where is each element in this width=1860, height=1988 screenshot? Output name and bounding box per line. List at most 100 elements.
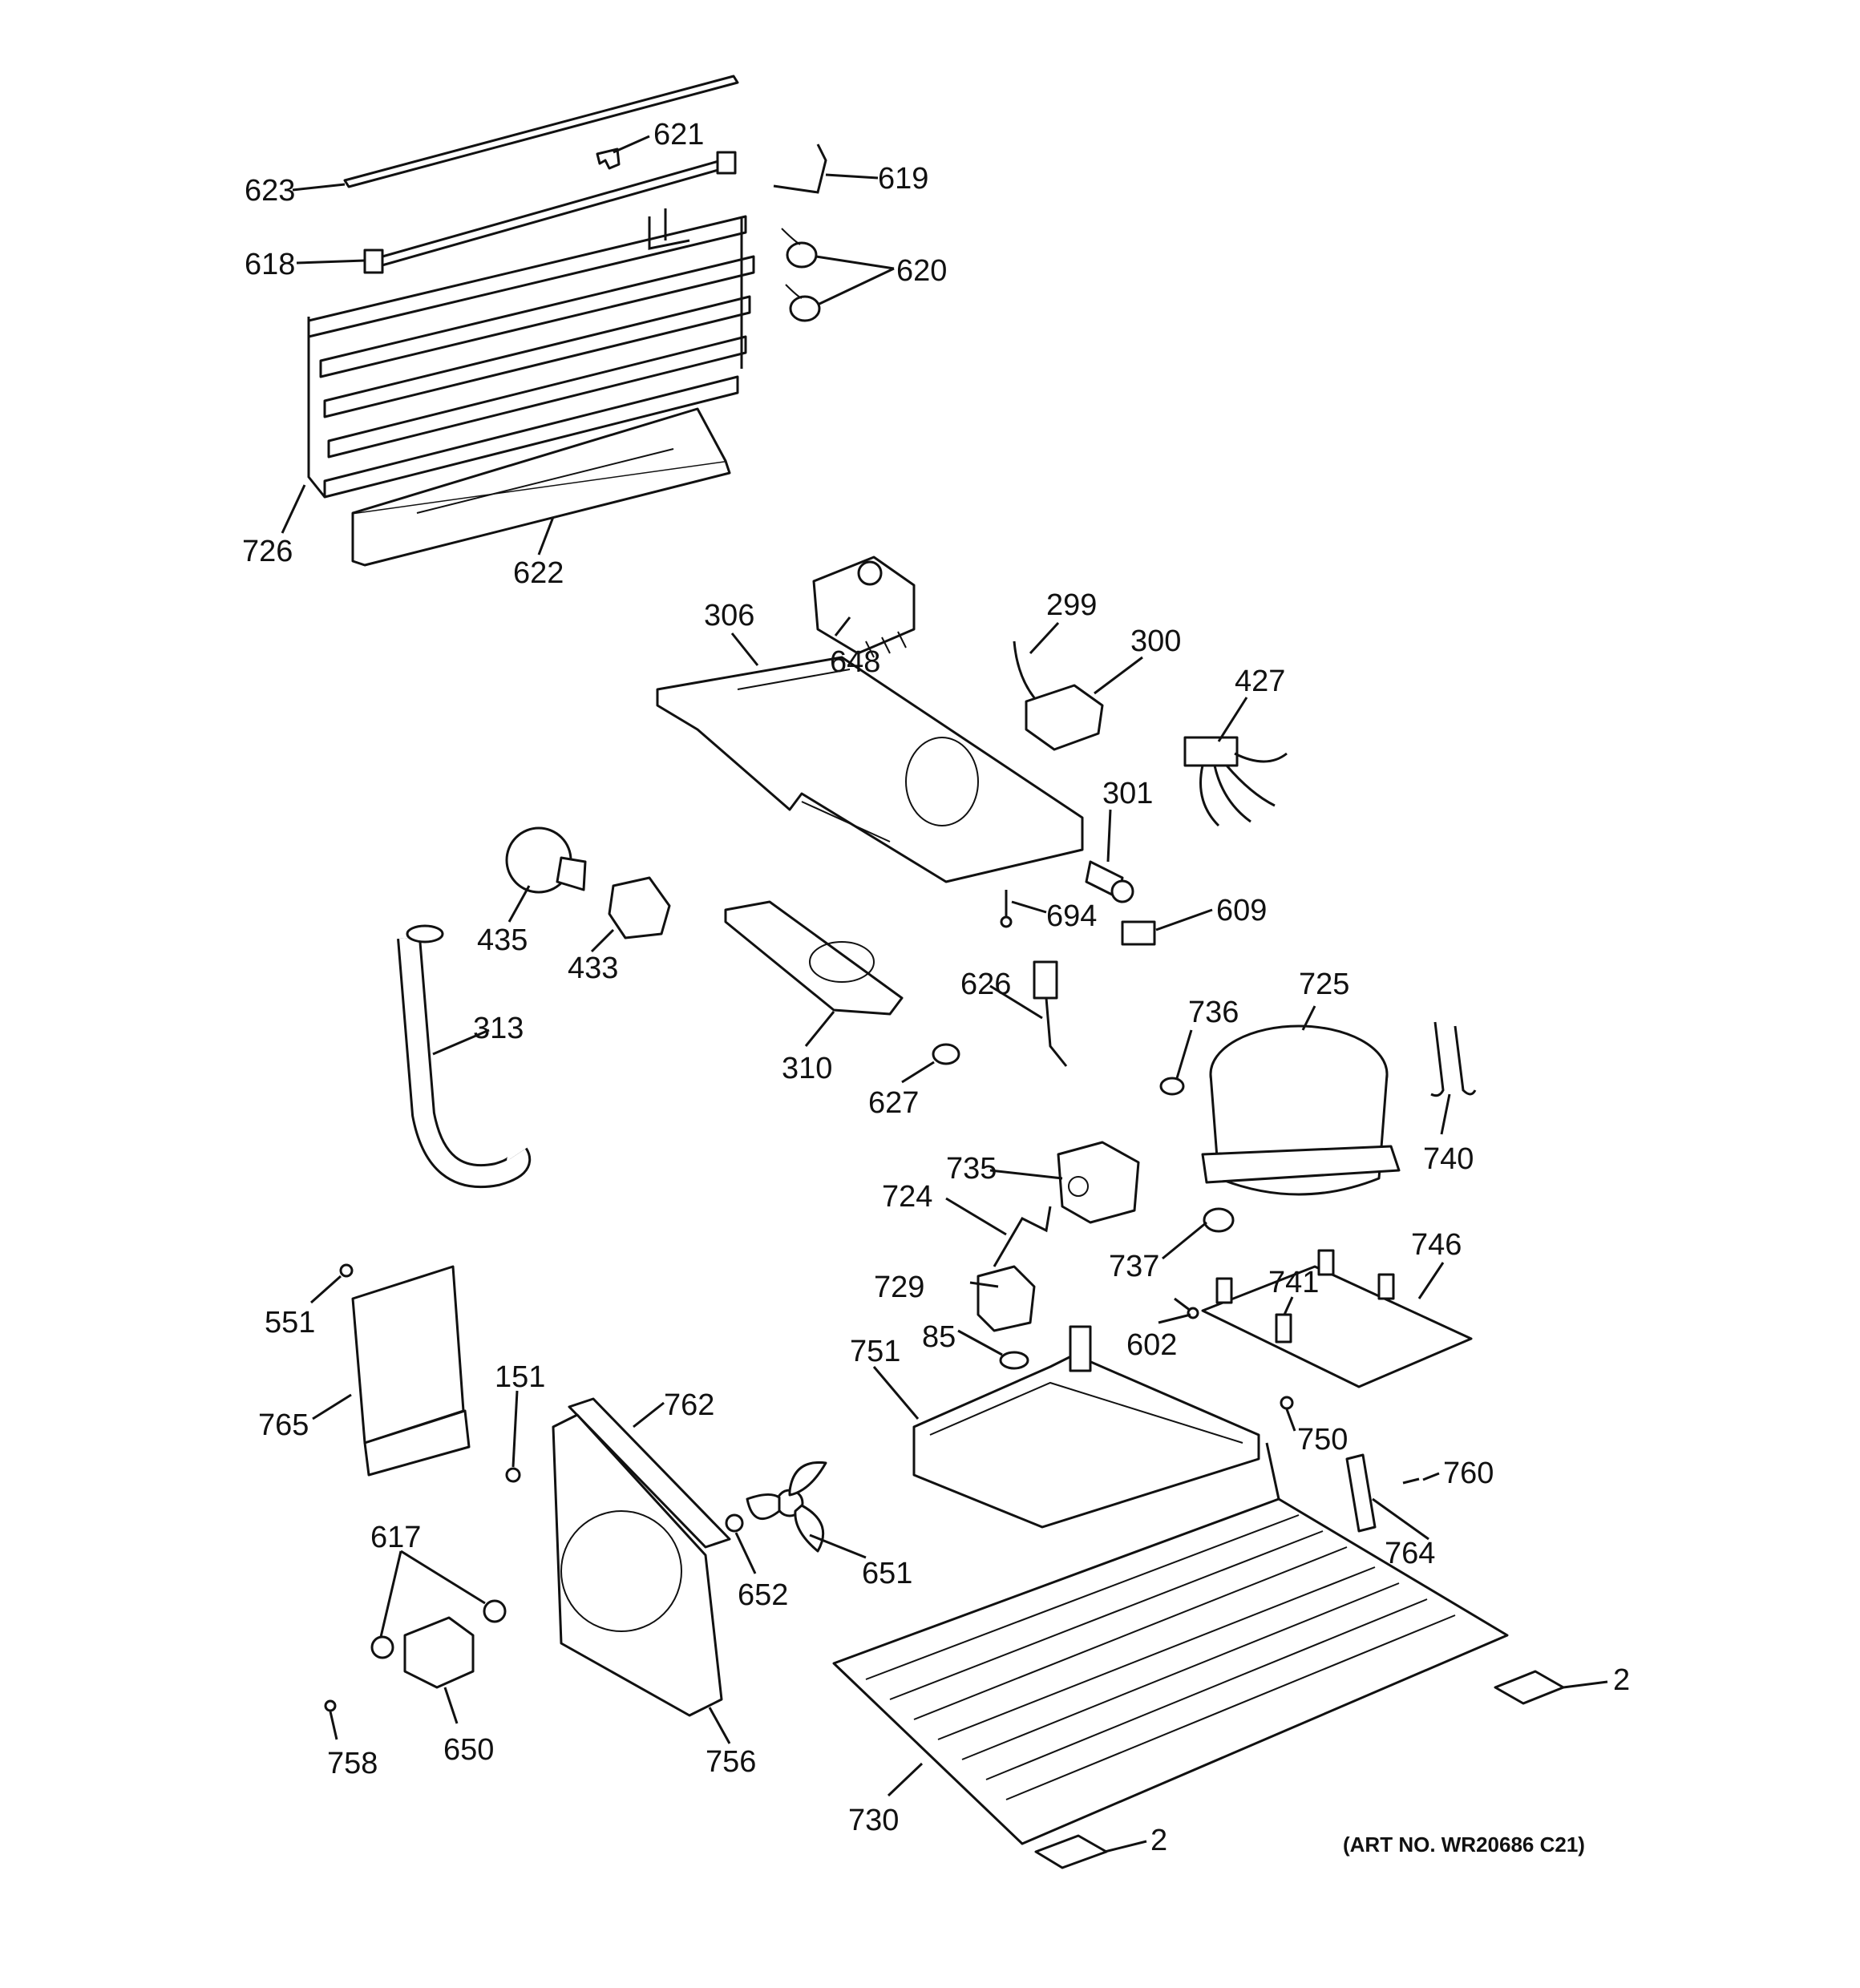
part-741-stud (1275, 1313, 1292, 1344)
callout-762: 762 (664, 1388, 714, 1422)
callout-551: 551 (265, 1306, 315, 1339)
part-310-cover-plate (724, 900, 904, 1016)
part-750-screw (1280, 1396, 1294, 1410)
callout-2-bottom: 2 (1150, 1824, 1167, 1857)
callout-labels: 623 621 619 618 620 726 622 306 648 299 … (242, 118, 1630, 1857)
callout-751: 751 (850, 1335, 900, 1368)
part-301-switch-cylinder (1085, 860, 1134, 903)
part-300-thermostat (1025, 684, 1104, 751)
callout-725: 725 (1299, 968, 1349, 1001)
callout-622: 622 (513, 556, 564, 590)
part-735-relay (1057, 1141, 1140, 1224)
callout-694: 694 (1046, 899, 1097, 933)
part-85-clip (999, 1351, 1029, 1370)
callout-746: 746 (1411, 1228, 1462, 1262)
callout-626: 626 (960, 968, 1011, 1001)
part-626-power-cord (1033, 960, 1068, 1067)
part-433-light-socket (608, 876, 671, 939)
part-617-grommets (370, 1599, 507, 1659)
callout-652: 652 (738, 1578, 788, 1612)
part-620-plugs (781, 228, 821, 322)
part-651-fan-blade (746, 1461, 827, 1553)
part-306-control-housing (656, 656, 1084, 883)
callout-435: 435 (477, 923, 528, 957)
callout-619: 619 (878, 162, 928, 196)
part-623-rod (343, 75, 739, 188)
part-435-light-bulb (505, 826, 587, 894)
callout-724: 724 (882, 1180, 932, 1214)
callout-620: 620 (896, 254, 947, 288)
callout-729: 729 (874, 1271, 924, 1304)
callout-735: 735 (946, 1152, 997, 1186)
part-726-condenser-coil (307, 208, 755, 499)
part-151-screw (505, 1467, 521, 1483)
callout-648: 648 (830, 645, 880, 679)
callout-301: 301 (1102, 777, 1153, 810)
part-622-drip-tray (351, 407, 731, 567)
callout-756: 756 (706, 1745, 756, 1779)
part-694-screw (1000, 890, 1013, 928)
part-756-fan-shroud (552, 1413, 723, 1717)
callout-650: 650 (443, 1733, 494, 1767)
callout-151: 151 (495, 1360, 545, 1394)
callout-651: 651 (862, 1557, 912, 1590)
callout-618: 618 (245, 248, 295, 281)
part-621-clip (596, 147, 621, 170)
part-751-drain-pan (912, 1325, 1260, 1529)
callout-627: 627 (868, 1086, 919, 1120)
callout-765: 765 (258, 1408, 309, 1442)
part-724-wire (993, 1206, 1052, 1267)
part-729-overload (976, 1265, 1036, 1332)
callout-310: 310 (782, 1052, 832, 1085)
callout-730: 730 (848, 1804, 899, 1837)
art-number: (ART NO. WR20686 C21) (1343, 1832, 1585, 1857)
callout-760: 760 (1443, 1457, 1494, 1490)
part-2-pad-bottom (1034, 1834, 1108, 1869)
part-313-drain-hose (397, 924, 532, 1189)
part-736-grommet (1159, 1077, 1185, 1096)
callout-427: 427 (1235, 665, 1285, 698)
callout-300: 300 (1130, 624, 1181, 658)
callout-2-right: 2 (1613, 1663, 1630, 1697)
callout-737: 737 (1109, 1250, 1159, 1283)
part-760-screw (1402, 1477, 1420, 1485)
callout-764: 764 (1385, 1537, 1435, 1570)
part-758-screw (324, 1699, 337, 1712)
callout-758: 758 (327, 1747, 378, 1780)
part-618-tube (363, 151, 737, 274)
part-730-evaporator (832, 1442, 1509, 1845)
part-725-compressor (1201, 1024, 1401, 1196)
part-652-nut (725, 1513, 744, 1533)
callout-617: 617 (370, 1521, 421, 1554)
callout-299: 299 (1046, 588, 1097, 622)
part-2-pad-right (1494, 1670, 1565, 1705)
part-619-wire (773, 143, 827, 194)
callout-750: 750 (1297, 1423, 1348, 1457)
part-737-grommet (1203, 1207, 1235, 1233)
part-762-gasket (568, 1397, 731, 1549)
callout-726: 726 (242, 535, 293, 568)
part-740-hook (1430, 1021, 1477, 1097)
part-427-connector (1183, 736, 1288, 827)
part-650-fan-motor (403, 1616, 475, 1689)
part-765-shroud-panel (351, 1265, 471, 1477)
callout-85: 85 (922, 1320, 956, 1354)
part-627-clamp (932, 1043, 960, 1065)
leader-lines (281, 135, 1608, 1853)
callout-313: 313 (473, 1012, 524, 1045)
part-648-defrost-timer (812, 556, 916, 658)
callout-609: 609 (1216, 894, 1267, 927)
callout-306: 306 (704, 599, 754, 632)
callout-736: 736 (1188, 996, 1239, 1029)
callout-623: 623 (245, 174, 295, 208)
callout-621: 621 (653, 118, 704, 152)
callout-741: 741 (1268, 1266, 1319, 1299)
part-764-bracket (1345, 1453, 1377, 1533)
callout-602: 602 (1126, 1328, 1177, 1362)
callout-740: 740 (1423, 1142, 1474, 1176)
part-746-mounting-plate (1201, 1249, 1473, 1388)
part-609-switch (1121, 920, 1156, 946)
callout-433: 433 (568, 952, 618, 985)
